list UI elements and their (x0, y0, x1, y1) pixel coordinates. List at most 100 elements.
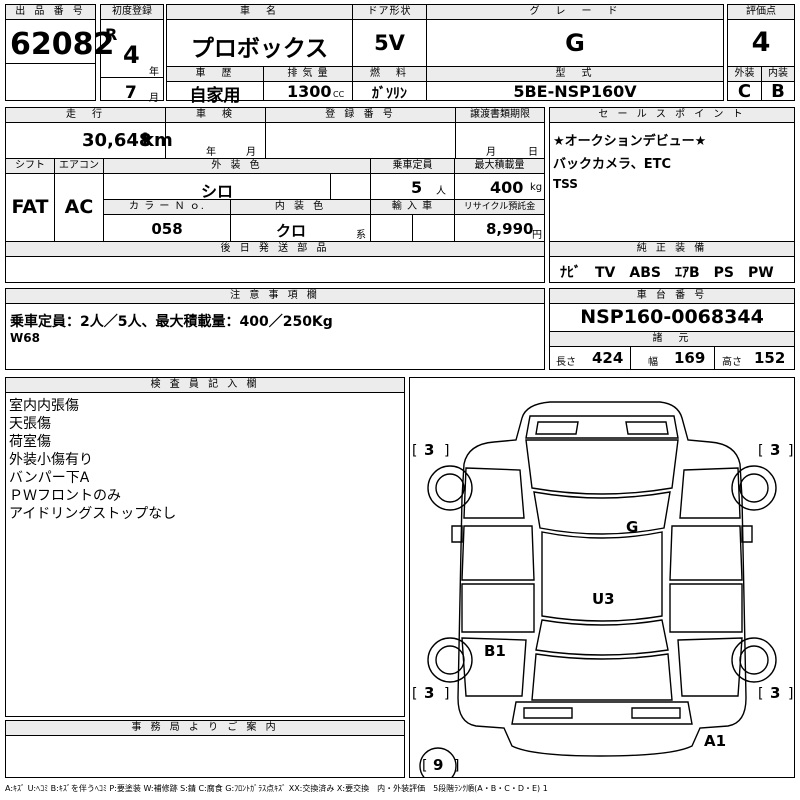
width-label: 幅 (648, 357, 658, 368)
month-unit: 月 (149, 93, 159, 104)
max-load: 400 (490, 178, 524, 197)
left-front-fender (463, 467, 525, 519)
color-number: 058 (151, 220, 183, 238)
mileage-unit: km (142, 130, 173, 151)
capacity-label: 乗車定員 (371, 159, 454, 174)
svg-text:]: ] (788, 443, 793, 459)
exterior-grade: C (737, 81, 752, 102)
recycle-label: リサイクル預託金 (455, 200, 544, 215)
exterior-color: シロ (200, 182, 233, 201)
damage-mark-u3: U3 (592, 590, 615, 608)
svg-text:]: ] (454, 758, 459, 774)
displacement: 1300 (287, 82, 332, 101)
interior-color-unit: 系 (356, 230, 366, 241)
tailgate (531, 653, 673, 701)
sales-points-box: セ ー ル ス ポ イ ン ト ★オークションデビュー★ バックカメラ、ETC … (549, 107, 795, 283)
car-name-label: 車 名 (167, 5, 352, 20)
equipment-label: 純 正 装 備 (550, 242, 794, 257)
inspector-line-3: 荷室傷 (9, 434, 51, 450)
width: 169 (674, 349, 706, 367)
rear-right-tire (731, 637, 777, 683)
max-load-label: 最大積載量 (455, 159, 544, 174)
left-rear-door (461, 583, 535, 633)
transfer-docs-label: 譲渡書類期限 (456, 108, 544, 123)
legend: A:ｷｽﾞ U:ﾍｺﾐ B:ｷｽﾞを伴うﾍｺﾐ P:要塗装 W:補修跡 S:錆 … (5, 784, 548, 793)
shift: FAT (11, 196, 49, 218)
recycle-unit: 円 (532, 230, 542, 241)
equipment-list: ﾅﾋﾞ TV ABS ｴｱB PS PW (560, 265, 774, 281)
later-parts-label: 後 日 発 送 部 品 (6, 242, 544, 257)
inspector-line-2: 天張傷 (9, 416, 51, 432)
mileage-label: 走 行 (6, 108, 165, 123)
right-front-door (669, 525, 743, 581)
length: 424 (592, 349, 624, 367)
vehicle-info-box: 車 名 プロボックス ドア形状 5V グ レ ー ド G 車 歴 自家用 排 気… (166, 4, 724, 106)
details-box: 走 行 30,648 km 車 検 年 月 登 録 番 号 譲渡書類期限 月 日… (5, 107, 545, 283)
shift-label: シフト (6, 159, 54, 174)
car-diagram: [] [] [] [] [] 3 3 3 3 9 G U3 B1 A1 (412, 401, 793, 777)
rear-bumper (511, 701, 693, 725)
year-unit: 年 (149, 67, 159, 78)
aircon: AC (64, 196, 94, 218)
right-front-fender (679, 467, 741, 519)
bracket-rl: [ (412, 686, 417, 702)
car-body-outline (457, 401, 747, 757)
dims-label: 諸 元 (550, 332, 794, 347)
model-label: 型 式 (427, 67, 723, 82)
door-label: ドア形状 (353, 5, 426, 20)
bracket-spare: [ (422, 758, 427, 774)
svg-text:]: ] (788, 686, 793, 702)
fuel: ｶﾞｿﾘﾝ (372, 86, 407, 102)
inspector-line-4: 外装小傷有り (9, 452, 93, 468)
svg-text:]: ] (444, 686, 449, 702)
inspector-line-1: 室内内張傷 (9, 398, 79, 414)
chassis-box: 車 台 番 号 NSP160-0068344 諸 元 長さ 424 幅 169 … (549, 288, 795, 370)
model-code: 5BE-NSP160V (513, 82, 637, 101)
plate-label: 登 録 番 号 (266, 108, 455, 123)
sales-point-3: TSS (553, 177, 578, 191)
inspector-line-7: アイドリングストップなし (9, 506, 177, 522)
history-label: 車 歴 (167, 67, 263, 82)
sales-point-2: バックカメラ、ETC (553, 157, 672, 172)
car-name: プロボックス (190, 36, 329, 62)
grade-label: グ レ ー ド (427, 5, 723, 20)
import-label: 輸 入 車 (371, 200, 454, 215)
bracket-fr: [ (758, 443, 763, 459)
height: 152 (754, 349, 786, 367)
registration-year: 4 (123, 41, 140, 69)
bracket-fl: [ (412, 443, 417, 459)
height-label: 高さ (722, 357, 742, 368)
hood (525, 439, 679, 495)
notes-line-2: W68 (10, 331, 40, 345)
rear-left-tire (427, 637, 473, 683)
displacement-unit: CC (333, 90, 345, 99)
overall-score: 4 (751, 27, 771, 58)
aircon-label: エアコン (55, 159, 103, 174)
damage-mark-g: G (626, 518, 638, 536)
mileage: 30,648 (82, 130, 152, 151)
first-registration-box: 初度登録 R 4 年 7 月 (100, 4, 164, 104)
notes-line-1: 乗車定員：2人／5人、最大積載量：400／250Kg (10, 314, 333, 330)
notes-label: 注 意 事 項 欄 (6, 289, 544, 304)
transfer-month-unit: 月 (486, 147, 496, 158)
length-label: 長さ (556, 357, 576, 368)
sales-point-1: ★オークションデビュー★ (553, 134, 707, 149)
capacity: 5 (411, 178, 423, 197)
office-box: 事 務 局 よ り ご 案 内 (5, 720, 405, 778)
front-right-tire (731, 465, 777, 511)
score-box: 評価点 4 外装 内装 C B (727, 4, 795, 102)
notes-box: 注 意 事 項 欄 乗車定員：2人／5人、最大積載量：400／250Kg W68 (5, 288, 545, 370)
displacement-label: 排 気 量 (264, 67, 352, 82)
bracket-rr: [ (758, 686, 763, 702)
transfer-day-unit: 日 (528, 147, 538, 158)
door-type: 5V (374, 31, 405, 55)
recycle-deposit: 8,990 (486, 220, 534, 238)
score-label: 評価点 (728, 5, 794, 20)
inspector-label: 検 査 員 記 入 欄 (6, 378, 404, 393)
right-quarter (677, 637, 743, 697)
interior-grade: B (771, 81, 785, 102)
inspector-line-6: ＰＷフロントのみ (9, 488, 121, 504)
tire-rear-right-value: 3 (770, 684, 780, 702)
chassis-label: 車 台 番 号 (550, 289, 794, 304)
damage-mark-b1: B1 (484, 642, 506, 660)
